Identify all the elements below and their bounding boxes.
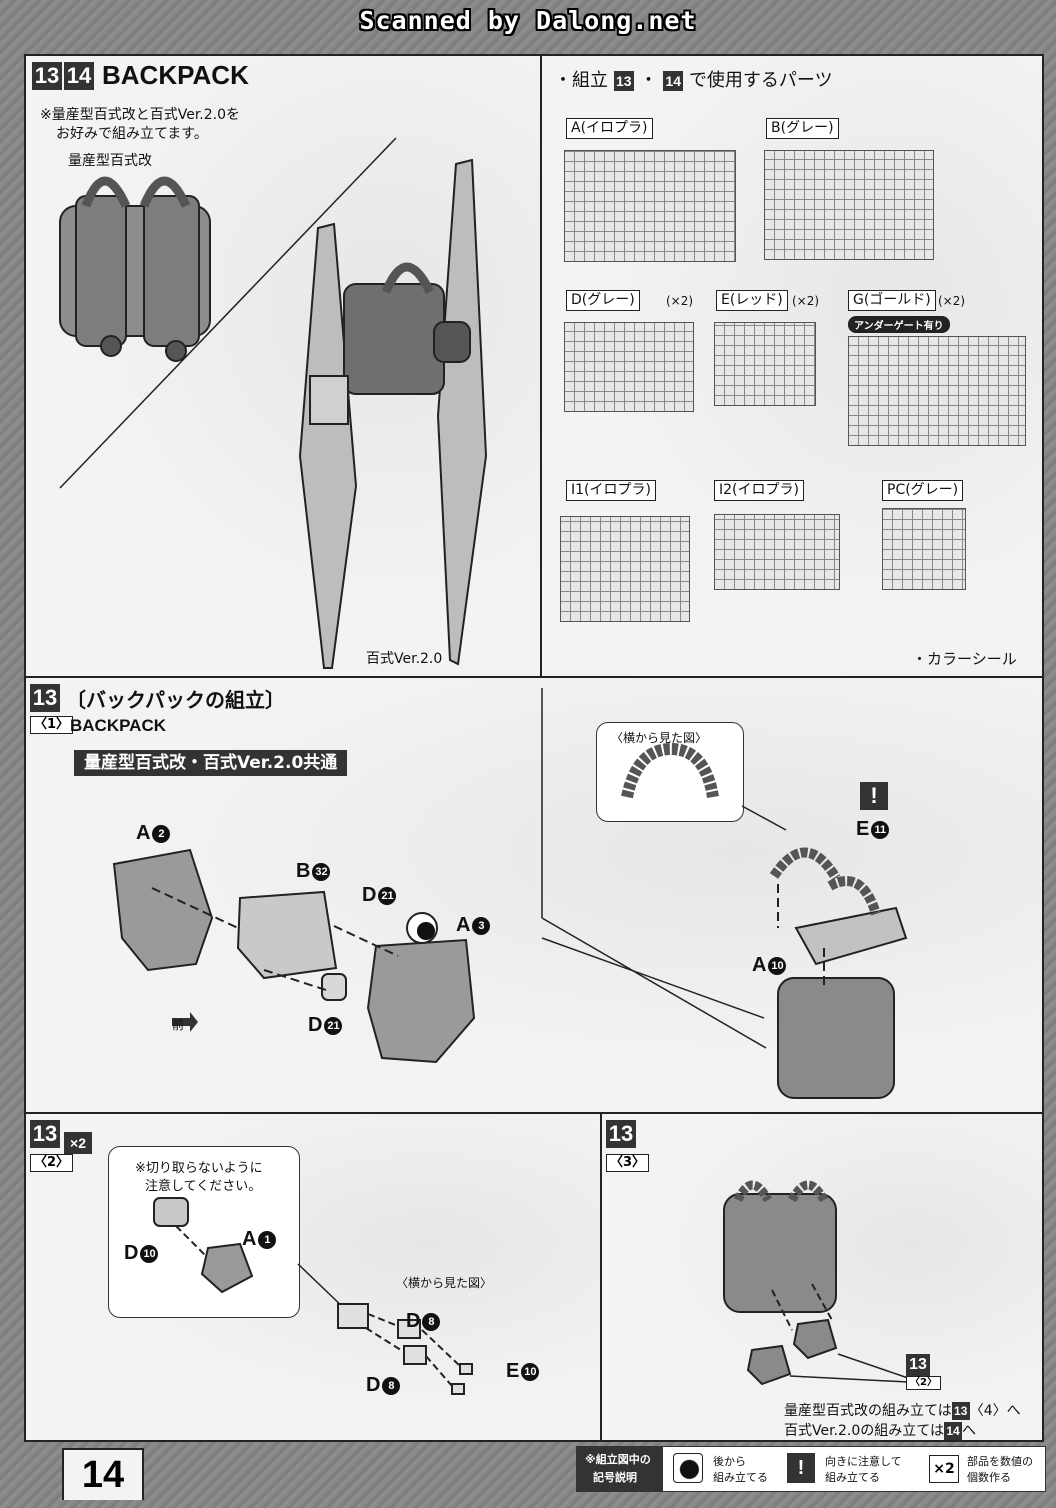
cut-warning-note: ※切り取らないように	[135, 1161, 263, 1176]
multiply-icon: ×2	[929, 1455, 959, 1483]
multiply-icon: ×2	[64, 1132, 92, 1154]
front-direction-label: 前	[172, 1018, 185, 1032]
runner-label: PC(グレー)	[882, 480, 964, 501]
runner-a-diagram	[564, 150, 736, 262]
runner-multiplier: (×2)	[666, 294, 694, 308]
step-number: 13	[30, 1120, 60, 1148]
backpack-illustration	[59, 137, 488, 669]
runner-g-diagram	[848, 336, 1026, 446]
symbol-legend: ※組立図中の 記号説明 後から 組み立てる ! 向きに注意して 組み立てる ×2…	[576, 1446, 1046, 1492]
step-number: 13	[613, 71, 634, 91]
side-view-label: 〈横から見た図〉	[396, 1276, 493, 1290]
runner-i2-diagram	[714, 514, 840, 590]
warning-icon: !	[860, 782, 888, 810]
runner-e-diagram	[714, 322, 816, 406]
assembly-note: ※量産型百式改と百式Ver.2.0を	[40, 107, 241, 123]
later-assembly-icon	[673, 1453, 703, 1483]
common-banner: 量産型百式改・百式Ver.2.0共通	[74, 750, 348, 776]
runner-multiplier: (×2)	[792, 294, 820, 308]
runner-label: E(レッド)	[716, 290, 788, 311]
substep-2-illustration	[153, 1197, 473, 1395]
assembly-illustration	[112, 688, 908, 1099]
substep-number: 〈2〉	[906, 1376, 941, 1390]
substep-number: 〈3〉	[606, 1154, 650, 1172]
warning-icon: !	[787, 1453, 815, 1483]
legend-item-later: 後から 組み立てる	[673, 1451, 773, 1487]
side-view-label: 〈横から見た図〉	[611, 731, 708, 745]
parts-heading: ・組立 13 ・ 14 で使用するパーツ	[554, 66, 833, 92]
runner-label: I2(イロプラ)	[714, 480, 804, 501]
step-number: 14	[64, 62, 94, 90]
runner-label: B(グレー)	[766, 118, 839, 139]
parts-heading-sep: ・	[639, 70, 658, 91]
color-sticker-label: ・カラーシール	[912, 650, 1017, 668]
substep-number: 〈2〉	[30, 1154, 74, 1172]
substep-2-panel: 13 ×2 〈2〉 ※切り取らないように 注意してください。	[24, 1112, 602, 1442]
variant-label: 百式Ver.2.0	[366, 651, 443, 667]
runner-multiplier: (×2)	[938, 294, 966, 308]
section-title: 〔バックパックの組立〕	[66, 688, 285, 712]
step-number: 14	[663, 71, 684, 91]
runner-d-diagram	[564, 322, 694, 412]
runner-label: A(イロプラ)	[566, 118, 653, 139]
scanned-by-watermark: Scanned by Dalong.net	[359, 6, 697, 35]
substep-number: 〈1〉	[30, 716, 74, 734]
page-number: 14	[62, 1448, 144, 1500]
runner-b-diagram	[764, 150, 934, 260]
undergate-badge: アンダーゲート有り	[848, 316, 950, 333]
runner-label: I1(イロプラ)	[566, 480, 656, 501]
variant-label: 量産型百式改	[68, 153, 152, 169]
section-subtitle: BACKPACK	[70, 716, 167, 735]
step-number: 13	[606, 1120, 636, 1148]
cut-warning-note: 注意してください。	[145, 1179, 262, 1194]
step-number: 13	[32, 62, 62, 90]
section-title: BACKPACK	[102, 60, 249, 90]
assembly-note: お好みで組み立てます。	[56, 126, 208, 142]
side-view-callout: 〈横から見た図〉	[596, 722, 744, 822]
parts-list-panel: ・組立 13 ・ 14 で使用するパーツ A(イロプラ) B(グレー) D(グレ…	[540, 54, 1044, 678]
runner-i1-diagram	[560, 516, 690, 622]
legend-item-orientation: ! 向きに注意して 組み立てる	[787, 1451, 917, 1487]
legend-title: ※組立図中の 記号説明	[577, 1447, 663, 1491]
parts-heading-prefix: ・組立	[554, 70, 608, 91]
parts-heading-suffix: で使用するパーツ	[688, 70, 833, 91]
step-number: 14	[944, 1422, 963, 1440]
step-number: 13	[906, 1354, 930, 1376]
step-number: 13	[951, 1402, 970, 1420]
step-number: 13	[30, 684, 60, 712]
runner-pc-diagram	[882, 508, 966, 590]
runner-label: G(ゴールド)	[848, 290, 936, 311]
backpack-assembly-panel: 13 〔バックパックの組立〕 〈1〉 BACKPACK 量産型百式改・百式Ver…	[24, 676, 1044, 1114]
runner-label: D(グレー)	[566, 290, 640, 311]
backpack-overview-panel: 13 14 BACKPACK ※量産型百式改と百式Ver.2.0を お好みで組み…	[24, 54, 542, 678]
legend-item-multiply: ×2 部品を数値の 個数作る	[929, 1451, 1041, 1487]
substep-3-illustration	[723, 1180, 909, 1386]
